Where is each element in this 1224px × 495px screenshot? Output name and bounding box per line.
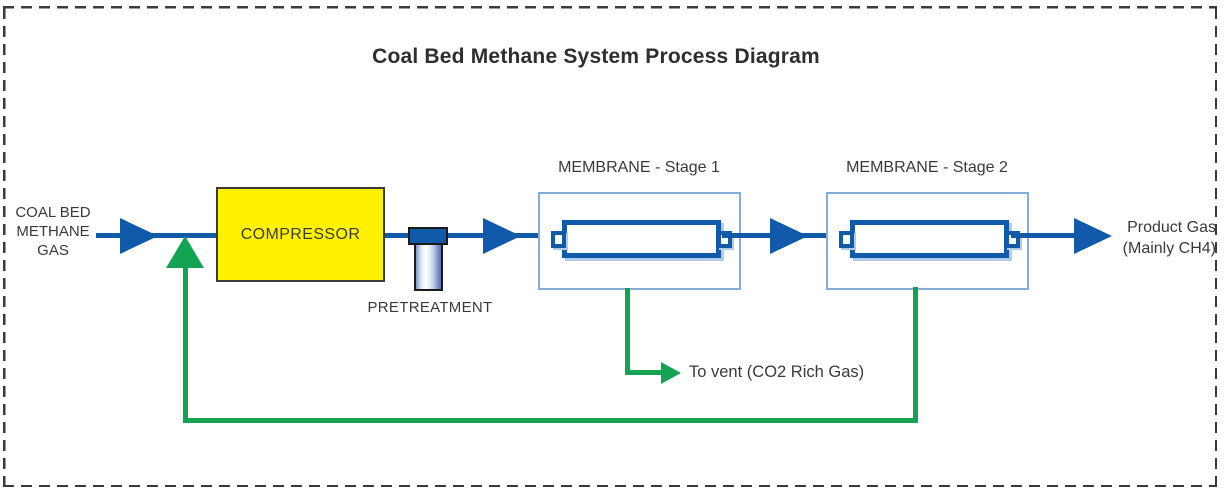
product-gas-label: Product Gas (Mainly CH4) — [1122, 219, 1216, 257]
vent-line-vertical — [625, 288, 630, 375]
flow-arrow-right-icon — [120, 218, 158, 254]
recycle-line-horizontal — [183, 418, 918, 423]
flow-arrow-right-icon — [1074, 218, 1112, 254]
membrane-stage2-label: MEMBRANE - Stage 2 — [846, 159, 1008, 176]
pretreatment-vessel — [414, 243, 443, 291]
recycle-arrow-up-icon — [166, 236, 204, 268]
recycle-line-down — [913, 287, 918, 423]
membrane-stage1-label: MEMBRANE - Stage 1 — [558, 159, 720, 176]
vent-arrow-right-icon — [661, 362, 681, 384]
membrane-port-left-icon — [839, 231, 854, 248]
membrane-port-left-icon — [551, 231, 566, 248]
flow-arrow-right-icon — [770, 218, 808, 254]
membrane-stage2-box — [826, 192, 1029, 290]
feed-gas-label: COAL BED METHANE GAS — [15, 204, 91, 259]
pretreatment-label: PRETREATMENT — [367, 299, 493, 316]
pipe-product — [1011, 233, 1081, 238]
diagram-title: Coal Bed Methane System Process Diagram — [372, 45, 820, 68]
vent-label: To vent (CO2 Rich Gas) — [689, 363, 865, 381]
flow-arrow-right-icon — [483, 218, 521, 254]
membrane-stage1-box — [538, 192, 741, 290]
compressor-block: COMPRESSOR — [216, 187, 385, 282]
membrane-module-icon — [850, 220, 1009, 258]
vent-line-horizontal — [625, 370, 663, 375]
compressor-label: COMPRESSOR — [240, 225, 361, 243]
membrane-module-icon — [562, 220, 721, 258]
recycle-line-up — [183, 260, 188, 423]
pipe-compressor-to-stage1 — [385, 233, 558, 238]
